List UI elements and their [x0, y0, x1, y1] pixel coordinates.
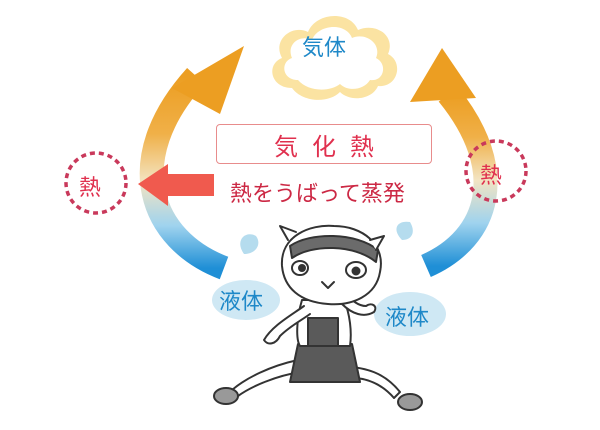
heat-flow-arrow [138, 164, 214, 206]
liquid-left-label: 液体 [219, 290, 264, 315]
gas-cloud-icon [272, 15, 398, 100]
title-box: 気化熱 [216, 124, 432, 164]
sweat-drops-icon [240, 221, 413, 254]
heat-ring-left-icon [64, 151, 128, 215]
right-cycle-arrow [410, 48, 498, 277]
heat-right-label: 熱 [480, 164, 503, 189]
liquid-right-label: 液体 [385, 306, 430, 331]
heat-ring-right-icon [464, 139, 528, 203]
running-cat-icon [213, 224, 423, 411]
heat-left-label: 熱 [79, 176, 102, 201]
gas-label: 気体 [302, 36, 347, 61]
diagram-caption: 熱をうばって蒸発 [230, 182, 405, 207]
liquid-left-puddle [212, 280, 280, 320]
liquid-right-puddle [374, 292, 446, 336]
diagram-title: 気化熱 [274, 132, 388, 161]
